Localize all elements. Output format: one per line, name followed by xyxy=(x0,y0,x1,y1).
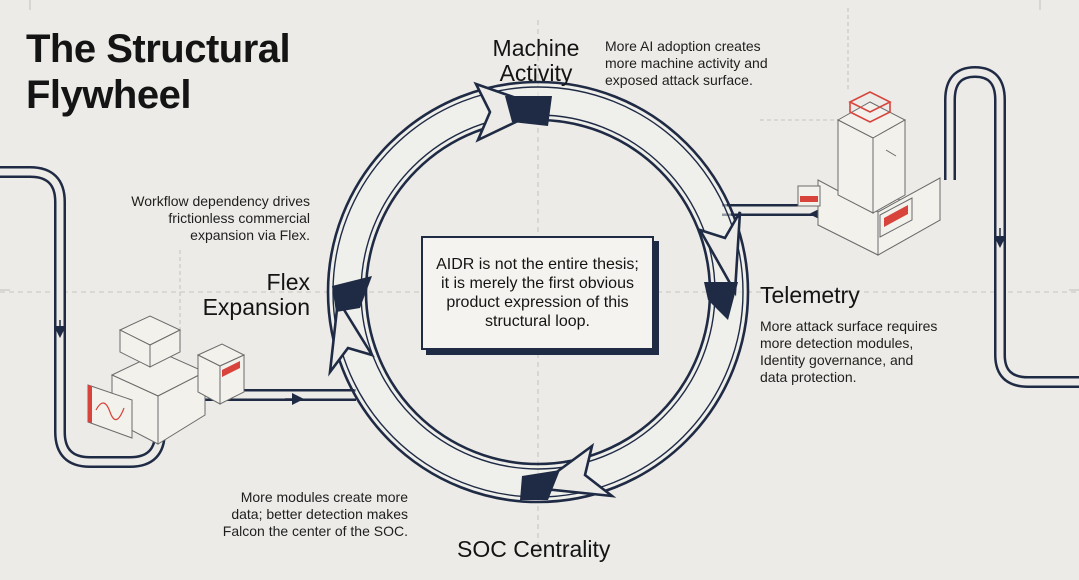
telemetry-label: Telemetry xyxy=(760,282,860,308)
title-line-2: Flywheel xyxy=(26,73,191,117)
machine-activity-label-line-1: Machine xyxy=(492,35,580,61)
desc-line: more machine activity and xyxy=(605,55,768,71)
desc-line: frictionless commercial xyxy=(168,210,310,226)
desc-line: Workflow dependency drives xyxy=(131,193,310,209)
desc-line: expansion via Flex. xyxy=(190,227,310,243)
desc-line: data; better detection makes xyxy=(231,506,408,522)
machine-activity-label-line-2: Activity xyxy=(499,60,573,86)
telemetry-description: More attack surface requires more detect… xyxy=(760,318,937,386)
wedge-top xyxy=(505,96,552,126)
wedge-right xyxy=(704,282,738,320)
arrowhead-right xyxy=(697,211,742,297)
desc-line: data protection. xyxy=(760,369,857,385)
desc-line: Falcon the center of the SOC. xyxy=(222,523,408,539)
machine-activity-label: Machine Activity xyxy=(489,36,583,86)
wedge-left xyxy=(332,276,372,312)
arrowhead-left xyxy=(328,296,375,377)
wedge-bottom xyxy=(520,470,560,500)
soc-centrality-description: More modules create more data; better de… xyxy=(210,489,408,540)
desc-line: More modules create more xyxy=(240,489,408,505)
desc-line: more detection modules, xyxy=(760,335,914,351)
page-title: The Structural Flywheel xyxy=(26,26,291,118)
center-thesis-box: AIDR is not the entire thesis; it is mer… xyxy=(421,236,654,350)
desc-line: Identity governance, and xyxy=(760,352,914,368)
desc-line: More AI adoption creates xyxy=(605,38,761,54)
server-illustration-right xyxy=(797,91,942,256)
flex-expansion-label-line-2: Expansion xyxy=(202,294,310,320)
flex-expansion-description: Workflow dependency drives frictionless … xyxy=(100,193,310,244)
desc-line: More attack surface requires xyxy=(760,318,938,334)
desc-line: exposed attack surface. xyxy=(605,72,753,88)
ring-wedges xyxy=(332,96,738,500)
flex-expansion-label: Flex Expansion xyxy=(196,270,310,320)
flex-expansion-label-line-1: Flex xyxy=(266,269,310,295)
title-line-1: The Structural xyxy=(26,27,291,71)
soc-centrality-label: SOC Centrality xyxy=(457,536,611,562)
center-thesis-text: AIDR is not the entire thesis; it is mer… xyxy=(436,256,639,330)
machine-activity-description: More AI adoption creates more machine ac… xyxy=(605,38,768,89)
server-illustration-left xyxy=(87,315,246,445)
